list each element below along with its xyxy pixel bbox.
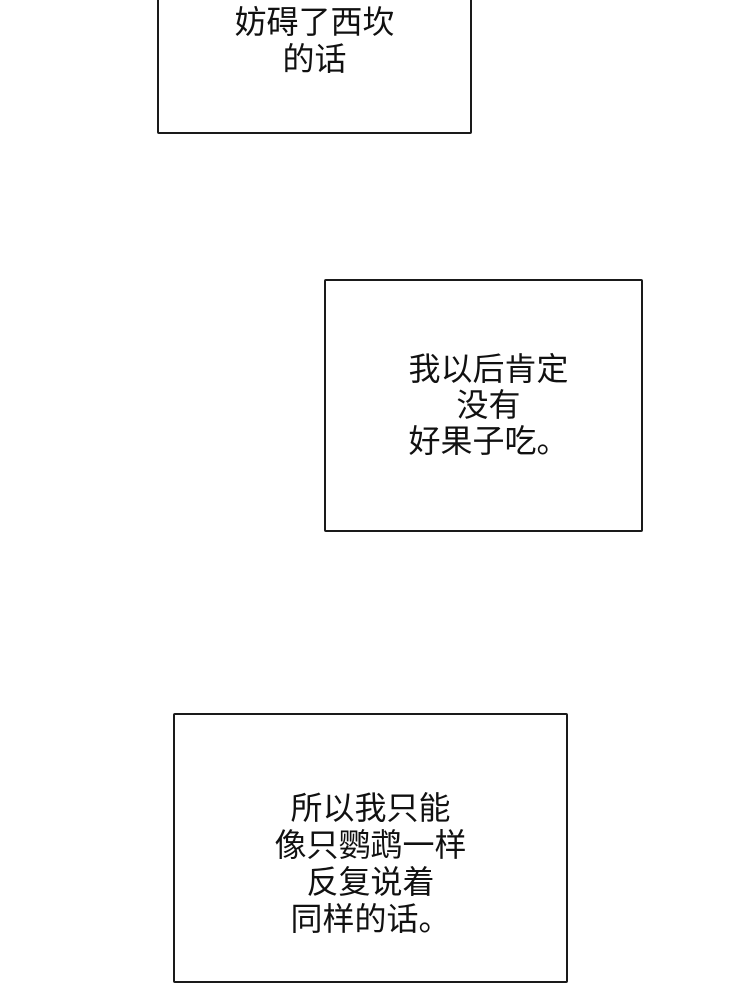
caption-line: 的话 (282, 40, 347, 78)
caption-text-3: 所以我只能 像只鹦鹉一样 反复说着 同样的话。 (175, 790, 566, 938)
caption-box-2: 我以后肯定 没有 好果子吃。 (324, 279, 643, 532)
caption-line: 同样的话。 (290, 900, 451, 938)
caption-text-2: 我以后肯定 没有 好果子吃。 (326, 351, 641, 459)
caption-line: 像只鹦鹉一样 (274, 826, 467, 864)
caption-box-1: 妨碍了西坎 的话 (157, 0, 472, 134)
caption-text-1: 妨碍了西坎 的话 (159, 4, 470, 78)
caption-box-3: 所以我只能 像只鹦鹉一样 反复说着 同样的话。 (173, 713, 568, 983)
caption-line: 所以我只能 (290, 789, 451, 827)
caption-line: 反复说着 (306, 863, 435, 901)
caption-line: 妨碍了西坎 (234, 3, 395, 41)
caption-line: 我以后肯定 (408, 350, 569, 388)
caption-line: 好果子吃。 (408, 422, 569, 460)
caption-line: 没有 (456, 386, 521, 424)
